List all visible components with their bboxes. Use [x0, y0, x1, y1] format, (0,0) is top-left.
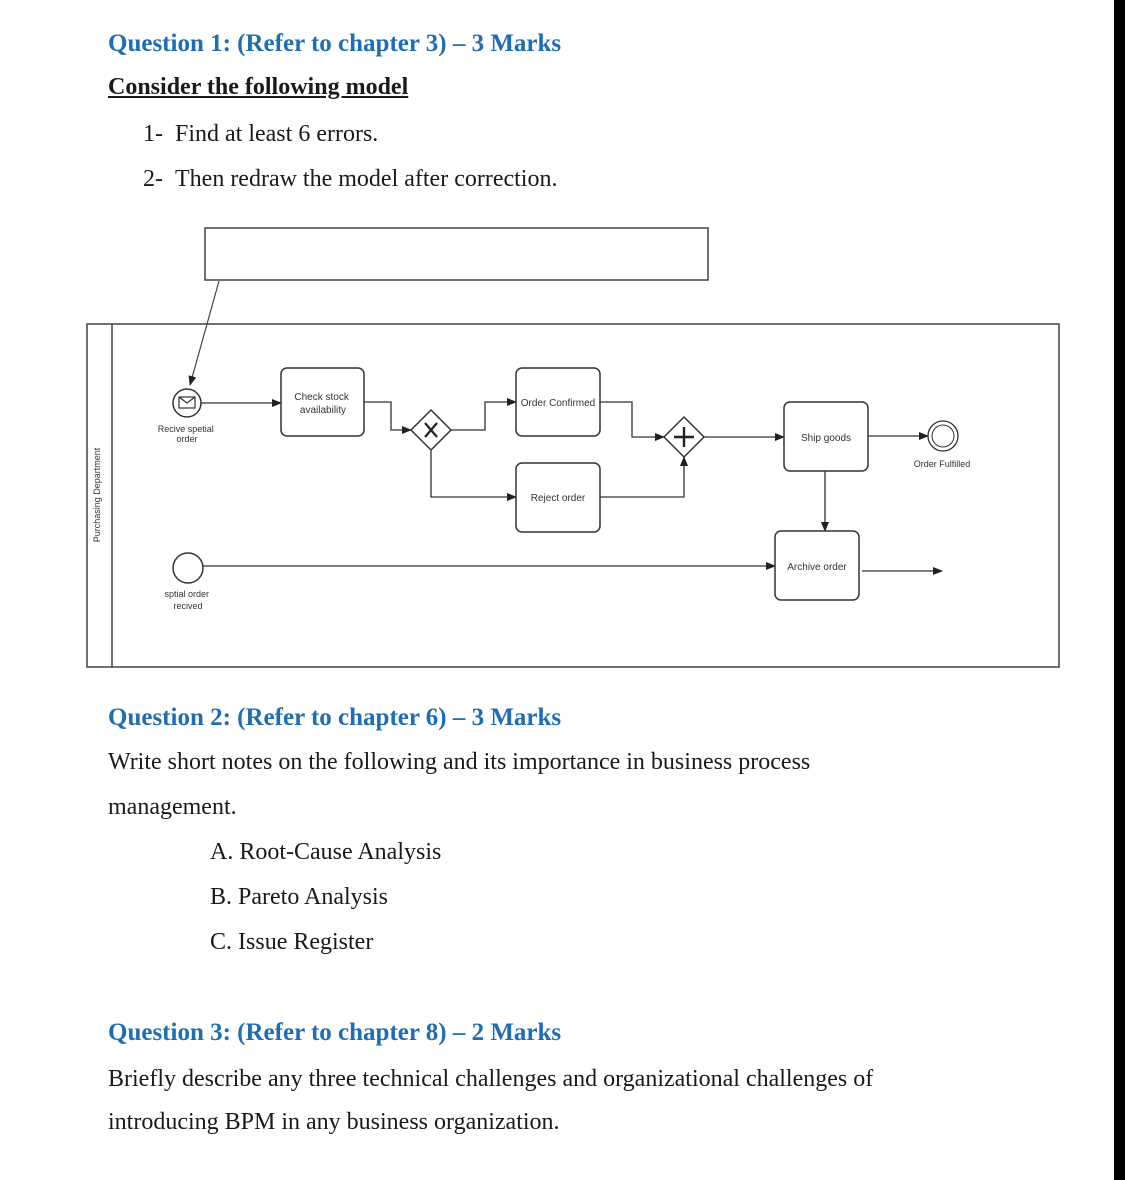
- q2-paragraph-line-2: management.: [108, 794, 237, 820]
- end-event[interactable]: [927, 420, 959, 452]
- q2-item-b-letter: B.: [210, 884, 233, 910]
- start-event-label: Recive spetial order: [158, 424, 217, 444]
- q3-paragraph-line-2: introducing BPM in any business organiza…: [108, 1109, 560, 1135]
- pool: [86, 323, 1060, 668]
- annotation-association-line: [188, 280, 220, 386]
- exclusive-gateway[interactable]: [409, 408, 453, 452]
- q1-item-2-text: Then redraw the model after correction.: [175, 166, 558, 192]
- task-reject-order-label: Reject order: [531, 493, 586, 504]
- q2-item-a-letter: A.: [210, 839, 234, 865]
- task-order-confirmed-label: Order Confirmed: [521, 398, 595, 409]
- task-check-stock-label: Check stock availability: [294, 392, 351, 416]
- text-annotation-box: [204, 227, 709, 281]
- q2-item-c: C. Issue Register: [210, 929, 373, 956]
- task-ship-goods-label: Ship goods: [801, 433, 851, 444]
- q2-item-a-text: Root-Cause Analysis: [239, 839, 442, 865]
- start-event-label-line-2: order: [176, 434, 197, 444]
- q2-paragraph-line-1: Write short notes on the following and i…: [108, 749, 811, 775]
- lane-label: Purchasing Department: [92, 447, 102, 542]
- question-1-heading: Question 1: (Refer to chapter 3) – 3 Mar…: [108, 30, 562, 57]
- flow-reject-to-parallel: [600, 456, 688, 498]
- flow-xor-to-confirmed: [451, 398, 517, 431]
- start-event-label-line-1: Recive spetial: [158, 424, 214, 434]
- bpmn-diagram: Purchasing Department Recive spetial ord…: [86, 227, 1060, 668]
- q2-item-b-text: Pareto Analysis: [238, 884, 389, 910]
- task-archive-order-label: Archive order: [787, 562, 847, 573]
- q3-paragraph-line-1: Briefly describe any three technical cha…: [108, 1066, 874, 1092]
- flow-check-to-xor: [364, 401, 412, 434]
- q1-item-1-text: Find at least 6 errors.: [175, 121, 379, 147]
- q2-item-b: B. Pareto Analysis: [210, 884, 388, 911]
- task-check-stock-label-line-2: availability: [300, 405, 346, 416]
- parallel-gateway[interactable]: [662, 415, 706, 459]
- q2-item-c-letter: C.: [210, 929, 233, 955]
- start-event-2-label-line-2: recived: [173, 601, 202, 611]
- task-archive-order[interactable]: [774, 530, 860, 601]
- q1-item-1: 1- Find at least 6 errors.: [143, 121, 378, 148]
- start-event-2-label-line-1: sptial order: [164, 589, 209, 599]
- q1-item-1-number: 1-: [143, 121, 163, 147]
- plain-start-event[interactable]: [172, 552, 204, 584]
- question-1-subheading: Consider the following model: [108, 74, 409, 100]
- question-3-heading: Question 3: (Refer to chapter 8) – 2 Mar…: [108, 1019, 562, 1046]
- question-2-heading: Question 2: (Refer to chapter 6) – 3 Mar…: [108, 704, 562, 731]
- q2-item-c-text: Issue Register: [238, 929, 374, 955]
- q1-item-2-number: 2-: [143, 166, 163, 192]
- flow-xor-to-reject: [430, 450, 517, 501]
- message-start-event[interactable]: [172, 388, 202, 418]
- page-edge-bar: [1114, 0, 1125, 1180]
- end-event-label: Order Fulfilled: [914, 459, 971, 469]
- flow-confirmed-to-parallel: [600, 401, 665, 441]
- task-check-stock-label-line-1: Check stock: [294, 392, 349, 403]
- start-event-2-label: sptial order recived: [164, 589, 211, 611]
- q1-item-2: 2- Then redraw the model after correctio…: [143, 166, 557, 193]
- q2-item-a: A. Root-Cause Analysis: [210, 839, 441, 866]
